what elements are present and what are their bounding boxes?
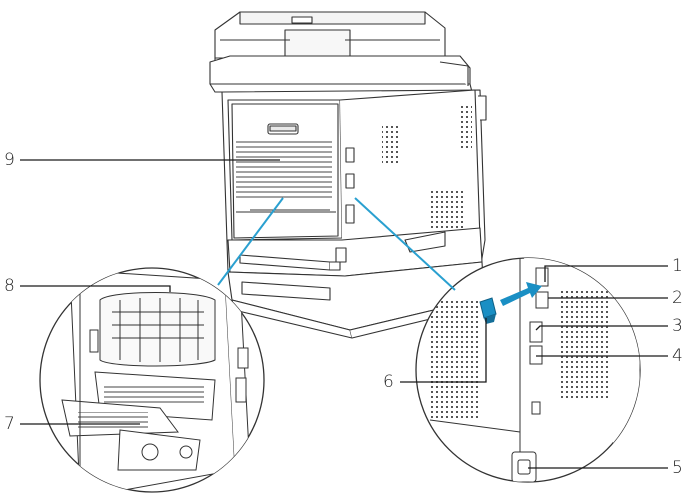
callout-3: 3 xyxy=(672,318,683,335)
printer-body xyxy=(210,12,486,338)
callout-4: 4 xyxy=(672,348,683,365)
callout-2: 2 xyxy=(672,290,683,307)
callout-9: 9 xyxy=(4,152,15,169)
rear-cover-zoom-view xyxy=(40,268,264,498)
callout-8: 8 xyxy=(4,278,15,295)
callout-7: 7 xyxy=(4,416,15,433)
callout-6: 6 xyxy=(383,374,394,391)
callout-1: 1 xyxy=(672,258,683,275)
callout-5: 5 xyxy=(672,460,683,477)
